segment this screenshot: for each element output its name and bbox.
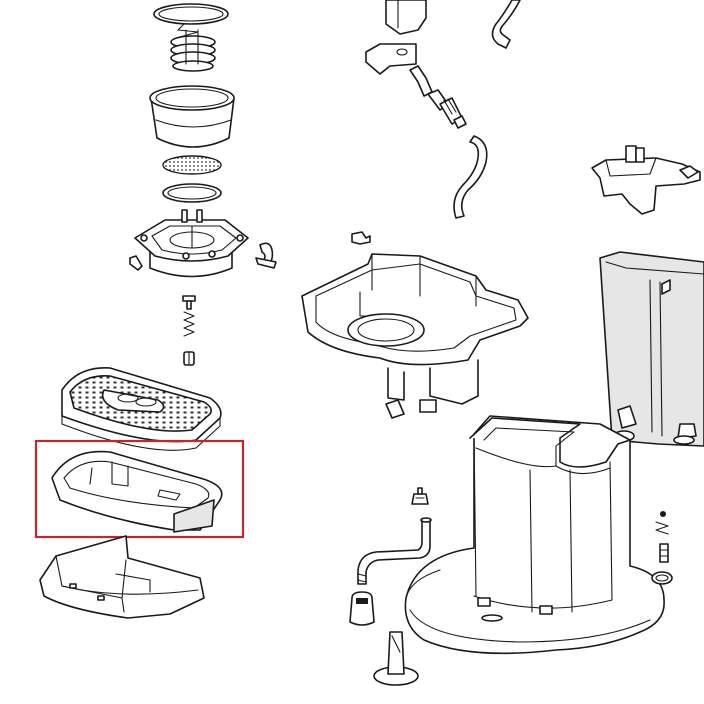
hose-right [453, 135, 488, 219]
pump-bracket [365, 0, 427, 75]
pipe-connector [427, 89, 467, 129]
boiler-head [134, 209, 249, 278]
steam-knob [411, 487, 429, 505]
gasket-ring [153, 3, 229, 25]
highlight-box [34, 439, 245, 539]
filter-basket [149, 85, 235, 148]
hose-top [491, 0, 521, 49]
knob-cap [349, 591, 375, 626]
water-tank-lid [591, 145, 701, 215]
tray-base [39, 535, 205, 619]
housing [404, 415, 665, 655]
screw [182, 295, 196, 310]
valve-spring [183, 311, 195, 337]
side-clip [255, 242, 277, 269]
drip-tray [51, 450, 223, 533]
clip-left [351, 231, 371, 245]
base-frame [301, 253, 529, 419]
drip-tray-grid [61, 367, 222, 451]
seal-ring [162, 183, 222, 203]
spring [170, 23, 216, 72]
nut [183, 351, 195, 366]
small-parts-right [651, 511, 673, 585]
mesh-filter [162, 155, 222, 175]
water-tank [599, 251, 704, 447]
small-clip [129, 255, 143, 271]
foot [373, 631, 419, 686]
elbow [409, 65, 433, 97]
steam-pipe [357, 517, 432, 585]
